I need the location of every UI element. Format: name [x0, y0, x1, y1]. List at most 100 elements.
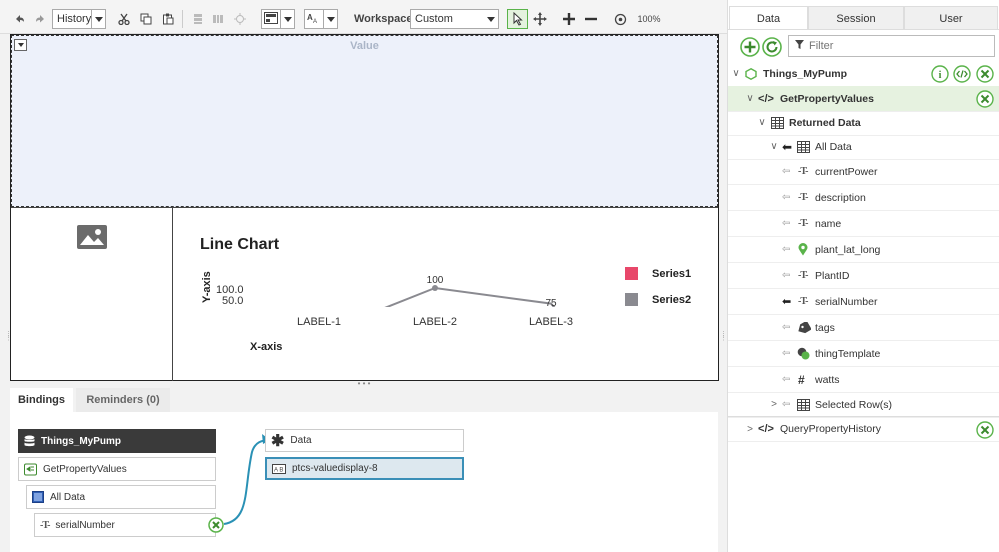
tree-row-service[interactable]: ∨ </> GetPropertyValues — [728, 86, 999, 112]
svg-text:A: A — [313, 19, 317, 24]
binding-source-field[interactable]: -T- serialNumber — [34, 513, 216, 537]
binding-arrow — [223, 434, 270, 525]
tree-row-all-data[interactable]: ∨ ⬅ All Data — [728, 134, 999, 160]
chevron-down-icon — [323, 10, 337, 28]
tree-row-field[interactable]: ⇦ tags — [728, 315, 999, 341]
redo-icon[interactable] — [32, 9, 48, 29]
workspace-dropdown[interactable]: Custom — [410, 9, 499, 29]
service-code-icon: </> — [758, 92, 774, 105]
data-point — [432, 285, 438, 291]
chevron-down-icon — [91, 10, 105, 28]
zoom-out-icon[interactable] — [582, 9, 600, 29]
chart-title: Line Chart — [200, 236, 280, 253]
crosshair-icon[interactable] — [232, 9, 248, 29]
bind-arrow-icon: ⇦ — [782, 192, 791, 203]
paste-icon[interactable] — [160, 9, 176, 29]
binding-target-widget[interactable]: A B ptcs-valuedisplay-8 — [265, 457, 464, 480]
info-icon[interactable]: i — [931, 65, 949, 86]
data-label: 100 — [427, 275, 444, 286]
service-icon — [24, 463, 37, 476]
tab-session[interactable]: Session — [808, 6, 904, 30]
binding-source-alldata[interactable]: All Data — [26, 485, 216, 509]
align-icon[interactable] — [190, 9, 206, 29]
tree-row-thing[interactable]: ∨ Things_MyPump i — [728, 61, 999, 87]
tree-row-field[interactable]: ⇦ -T- name — [728, 211, 999, 237]
tab-data[interactable]: Data — [729, 6, 808, 30]
tree-row-field[interactable]: ⇦ thingTemplate — [728, 341, 999, 367]
add-data-icon[interactable] — [740, 37, 760, 60]
filter-field[interactable] — [788, 35, 995, 57]
all-data-label: All Data — [815, 140, 852, 153]
binding-source-thing[interactable]: Things_MyPump — [18, 429, 216, 453]
tree-row-selected-rows[interactable]: > ⇦ Selected Row(s) — [728, 392, 999, 418]
value-title: Value — [350, 40, 379, 52]
text-icon: -T- — [798, 166, 808, 177]
chevron-down-icon[interactable]: ∨ — [746, 93, 754, 104]
tree-row-field[interactable]: ⇦ plant_lat_long — [728, 237, 999, 263]
binding-source-service[interactable]: GetPropertyValues — [18, 457, 216, 481]
chevron-down-icon[interactable]: ∨ — [732, 68, 740, 79]
bind-arrow-icon: ⇦ — [782, 166, 791, 177]
field-label: tags — [815, 321, 835, 334]
tree-row-service[interactable]: > </> QueryPropertyHistory — [728, 416, 999, 442]
image-widget[interactable] — [11, 208, 173, 381]
chevron-down-icon — [280, 10, 294, 28]
zoom-in-icon[interactable] — [560, 9, 578, 29]
tree-row-field[interactable]: ⇦ # watts — [728, 367, 999, 393]
text-icon: -T- — [798, 296, 808, 307]
widget-menu-icon[interactable] — [14, 39, 27, 51]
tab-user[interactable]: User — [904, 6, 998, 30]
chevron-right-icon[interactable]: > — [747, 423, 753, 435]
cut-icon[interactable] — [116, 9, 132, 29]
code-icon[interactable] — [953, 65, 971, 86]
returned-data-label: Returned Data — [789, 116, 861, 129]
zoom-reset-icon[interactable] — [612, 9, 628, 29]
x-axis-label: X-axis — [250, 341, 282, 353]
image-placeholder-icon — [77, 225, 107, 252]
remove-icon[interactable] — [976, 421, 994, 442]
right-resize-handle[interactable]: ⋮⋮ — [720, 331, 727, 342]
legend-label: Series2 — [652, 294, 691, 306]
resize-handle[interactable]: • • • — [357, 379, 371, 388]
layout-dropdown[interactable] — [261, 9, 295, 29]
bottom-tab-bar: Bindings Reminders (0) — [10, 388, 718, 412]
value-display-icon: A B — [272, 463, 286, 474]
filter-input[interactable] — [809, 40, 994, 52]
tree-row-field[interactable]: ⇦ -T- PlantID — [728, 263, 999, 289]
copy-icon[interactable] — [138, 9, 154, 29]
field-label: PlantID — [815, 269, 850, 282]
remove-icon[interactable] — [976, 65, 994, 86]
tree-row-field[interactable]: ⇦ -T- currentPower — [728, 159, 999, 185]
history-dropdown[interactable]: History — [52, 9, 106, 29]
field-label: thingTemplate — [815, 347, 881, 360]
y-tick-label: 100.0 — [216, 284, 244, 296]
tree-row-field[interactable]: ⇦ -T- description — [728, 185, 999, 211]
remove-binding-icon[interactable] — [208, 517, 224, 536]
remove-icon[interactable] — [976, 90, 994, 111]
table-icon — [796, 398, 810, 411]
refresh-icon[interactable] — [762, 37, 782, 60]
chevron-down-icon[interactable]: ∨ — [770, 141, 778, 152]
tree-row-returned-data[interactable]: ∨ Returned Data — [728, 110, 999, 136]
move-tool-icon[interactable] — [531, 9, 549, 29]
table-icon — [32, 491, 44, 503]
bind-arrow-icon: ⇦ — [782, 218, 791, 229]
left-resize-handle[interactable]: ⋮⋮ — [5, 331, 12, 342]
tab-reminders[interactable]: Reminders (0) — [76, 388, 170, 412]
binding-target-property[interactable]: ✱ Data — [265, 429, 464, 452]
chevron-right-icon[interactable]: > — [771, 399, 777, 410]
value-display-widget[interactable]: Value — [11, 35, 718, 207]
undo-icon[interactable] — [12, 9, 28, 29]
tab-bindings[interactable]: Bindings — [10, 388, 73, 412]
legend-swatch — [625, 293, 638, 306]
table-icon — [770, 116, 784, 129]
distribute-icon[interactable] — [210, 9, 226, 29]
tree-row-field[interactable]: ⬅ -T- serialNumber — [728, 289, 999, 315]
chevron-down-icon[interactable]: ∨ — [758, 117, 766, 128]
select-tool-icon[interactable] — [507, 9, 528, 29]
text-icon: -T- — [798, 192, 808, 203]
